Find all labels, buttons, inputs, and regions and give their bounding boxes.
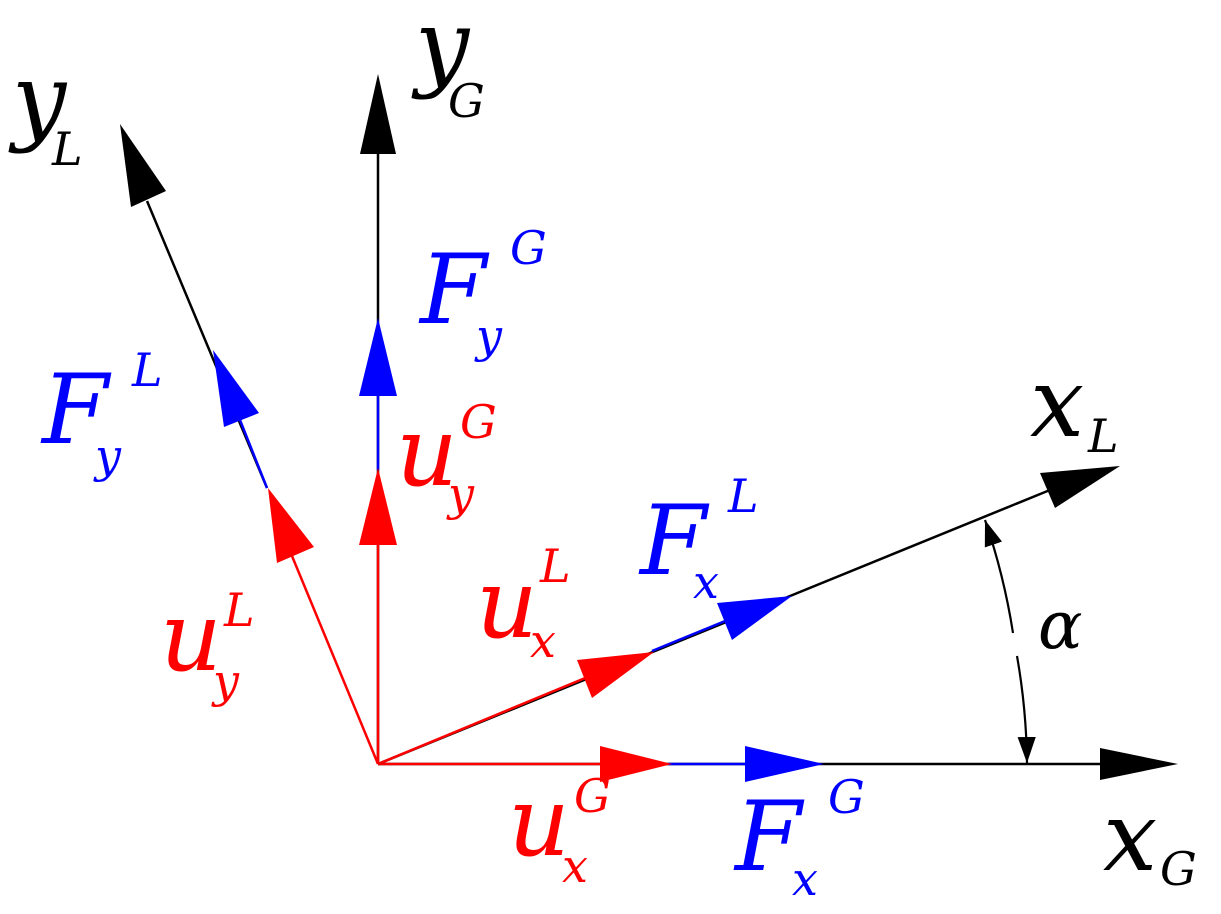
y-local-axis-arrowhead: [120, 124, 166, 207]
disp-x-local-arrowhead: [577, 652, 654, 698]
force-y-global-arrowhead: [359, 318, 397, 396]
label-force-y-local: FyL: [40, 343, 163, 483]
force-y-local-arrowhead: [213, 350, 259, 427]
label-x-global: xG: [1103, 781, 1197, 896]
disp-x-global-arrowhead: [600, 746, 672, 782]
label-force-y-global: FyG: [418, 221, 547, 363]
x-global-axis-arrowhead: [1100, 748, 1178, 780]
label-x-local: xL: [1030, 347, 1119, 463]
y-global-axis-arrowhead: [360, 74, 396, 154]
label-disp-x-global: uxG: [508, 766, 611, 893]
disp-y-local-shaft: [290, 555, 380, 765]
disp-y-global-arrowhead: [359, 468, 397, 545]
disp-y-local-arrowhead: [268, 488, 314, 563]
force-y-local-shaft: [238, 419, 269, 489]
label-y-local: yL: [8, 43, 83, 176]
x-local-axis-arrowhead: [1040, 466, 1120, 508]
label-angle-alpha: α: [1038, 587, 1083, 664]
disp-x-local-shaft: [377, 674, 591, 766]
force-x-global-arrowhead: [745, 746, 824, 782]
label-force-x-local: FxL: [638, 469, 759, 609]
force-x-local-arrowhead: [717, 596, 792, 640]
label-force-x-global: FxG: [733, 770, 865, 906]
label-disp-y-local: uyL: [160, 581, 255, 708]
force-x-local-shaft: [651, 617, 731, 653]
angle-arc: [983, 519, 1015, 634]
label-disp-y-global: uyG: [396, 395, 497, 521]
label-disp-x-local: uxL: [476, 539, 571, 668]
label-y-global: yG: [411, 0, 485, 128]
angle-arc-lower: [1015, 655, 1036, 764]
